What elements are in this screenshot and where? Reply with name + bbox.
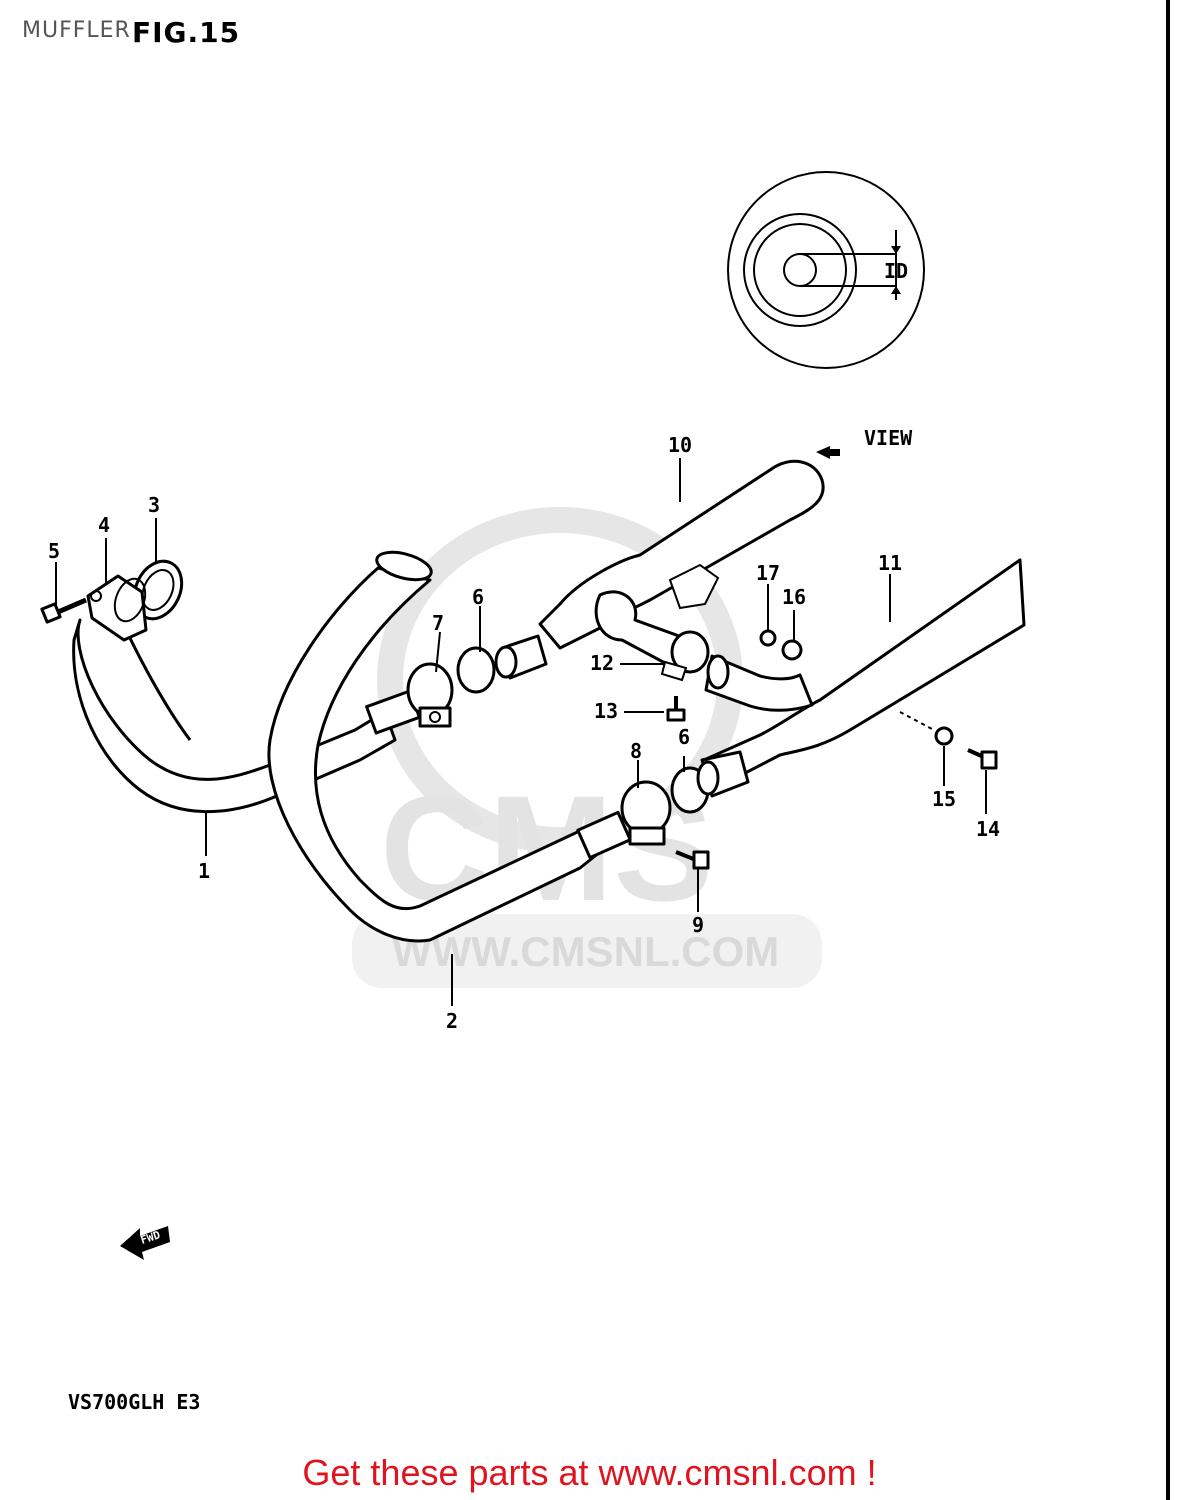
page-label: MUFFLER [22, 18, 131, 43]
part-17-nut [759, 629, 777, 647]
part-5-bolt [40, 597, 87, 624]
leader-lines [55, 458, 987, 1006]
callout-17: 17 [756, 561, 780, 585]
part-14-bolt [967, 748, 998, 770]
callout-15: 15 [932, 787, 956, 811]
part-8-clamp [620, 780, 672, 846]
view-arrow-icon [816, 446, 840, 459]
part-6-upper-joint-ring [456, 646, 496, 694]
detail-view: ID [727, 171, 925, 369]
model-code: VS700GLH E3 [68, 1390, 201, 1414]
watermark-url-bar [352, 914, 822, 988]
fwd-label: FWD [139, 1228, 162, 1247]
view-label: VIEW [864, 426, 913, 450]
part-15-nut [934, 726, 954, 746]
figure-title: FIG.15 [132, 16, 241, 49]
part-6-upper-connector [494, 634, 548, 680]
fwd-arrow-icon: FWD [120, 1226, 170, 1260]
callout-8: 8 [630, 739, 642, 763]
part-11-lower-muffler [702, 558, 1026, 787]
callout-7: 7 [432, 611, 444, 635]
part-2-rear-exhaust-pipe [267, 550, 632, 943]
callout-2: 2 [446, 1009, 458, 1033]
detail-id-label: ID [884, 259, 908, 283]
callout-13: 13 [594, 699, 618, 723]
part-10-upper-muffler [538, 459, 825, 672]
callout-3: 3 [148, 493, 160, 517]
part-4-flange [86, 574, 148, 642]
part-7-clamp [406, 662, 454, 728]
callout-10: 10 [668, 433, 692, 457]
callout-16: 16 [782, 585, 806, 609]
callout-9: 9 [692, 913, 704, 937]
callout-6-lower: 6 [678, 725, 690, 749]
callout-5: 5 [48, 539, 60, 563]
part-6-lower-connector [696, 750, 750, 798]
callout-1: 1 [198, 859, 210, 883]
callout-6-upper: 6 [472, 585, 484, 609]
part-13-bolt [666, 696, 686, 722]
watermark-url: WWW.CMSNL.COM [392, 928, 779, 975]
callout-14: 14 [976, 817, 1000, 841]
callout-4: 4 [98, 513, 110, 537]
promo-link[interactable]: Get these parts at www.cmsnl.com ! [302, 1452, 877, 1493]
callout-11: 11 [878, 551, 902, 575]
callout-12: 12 [590, 651, 614, 675]
part-16-washer [781, 639, 803, 661]
part-9-bolt [675, 850, 710, 870]
part-12-clamp [660, 630, 710, 682]
